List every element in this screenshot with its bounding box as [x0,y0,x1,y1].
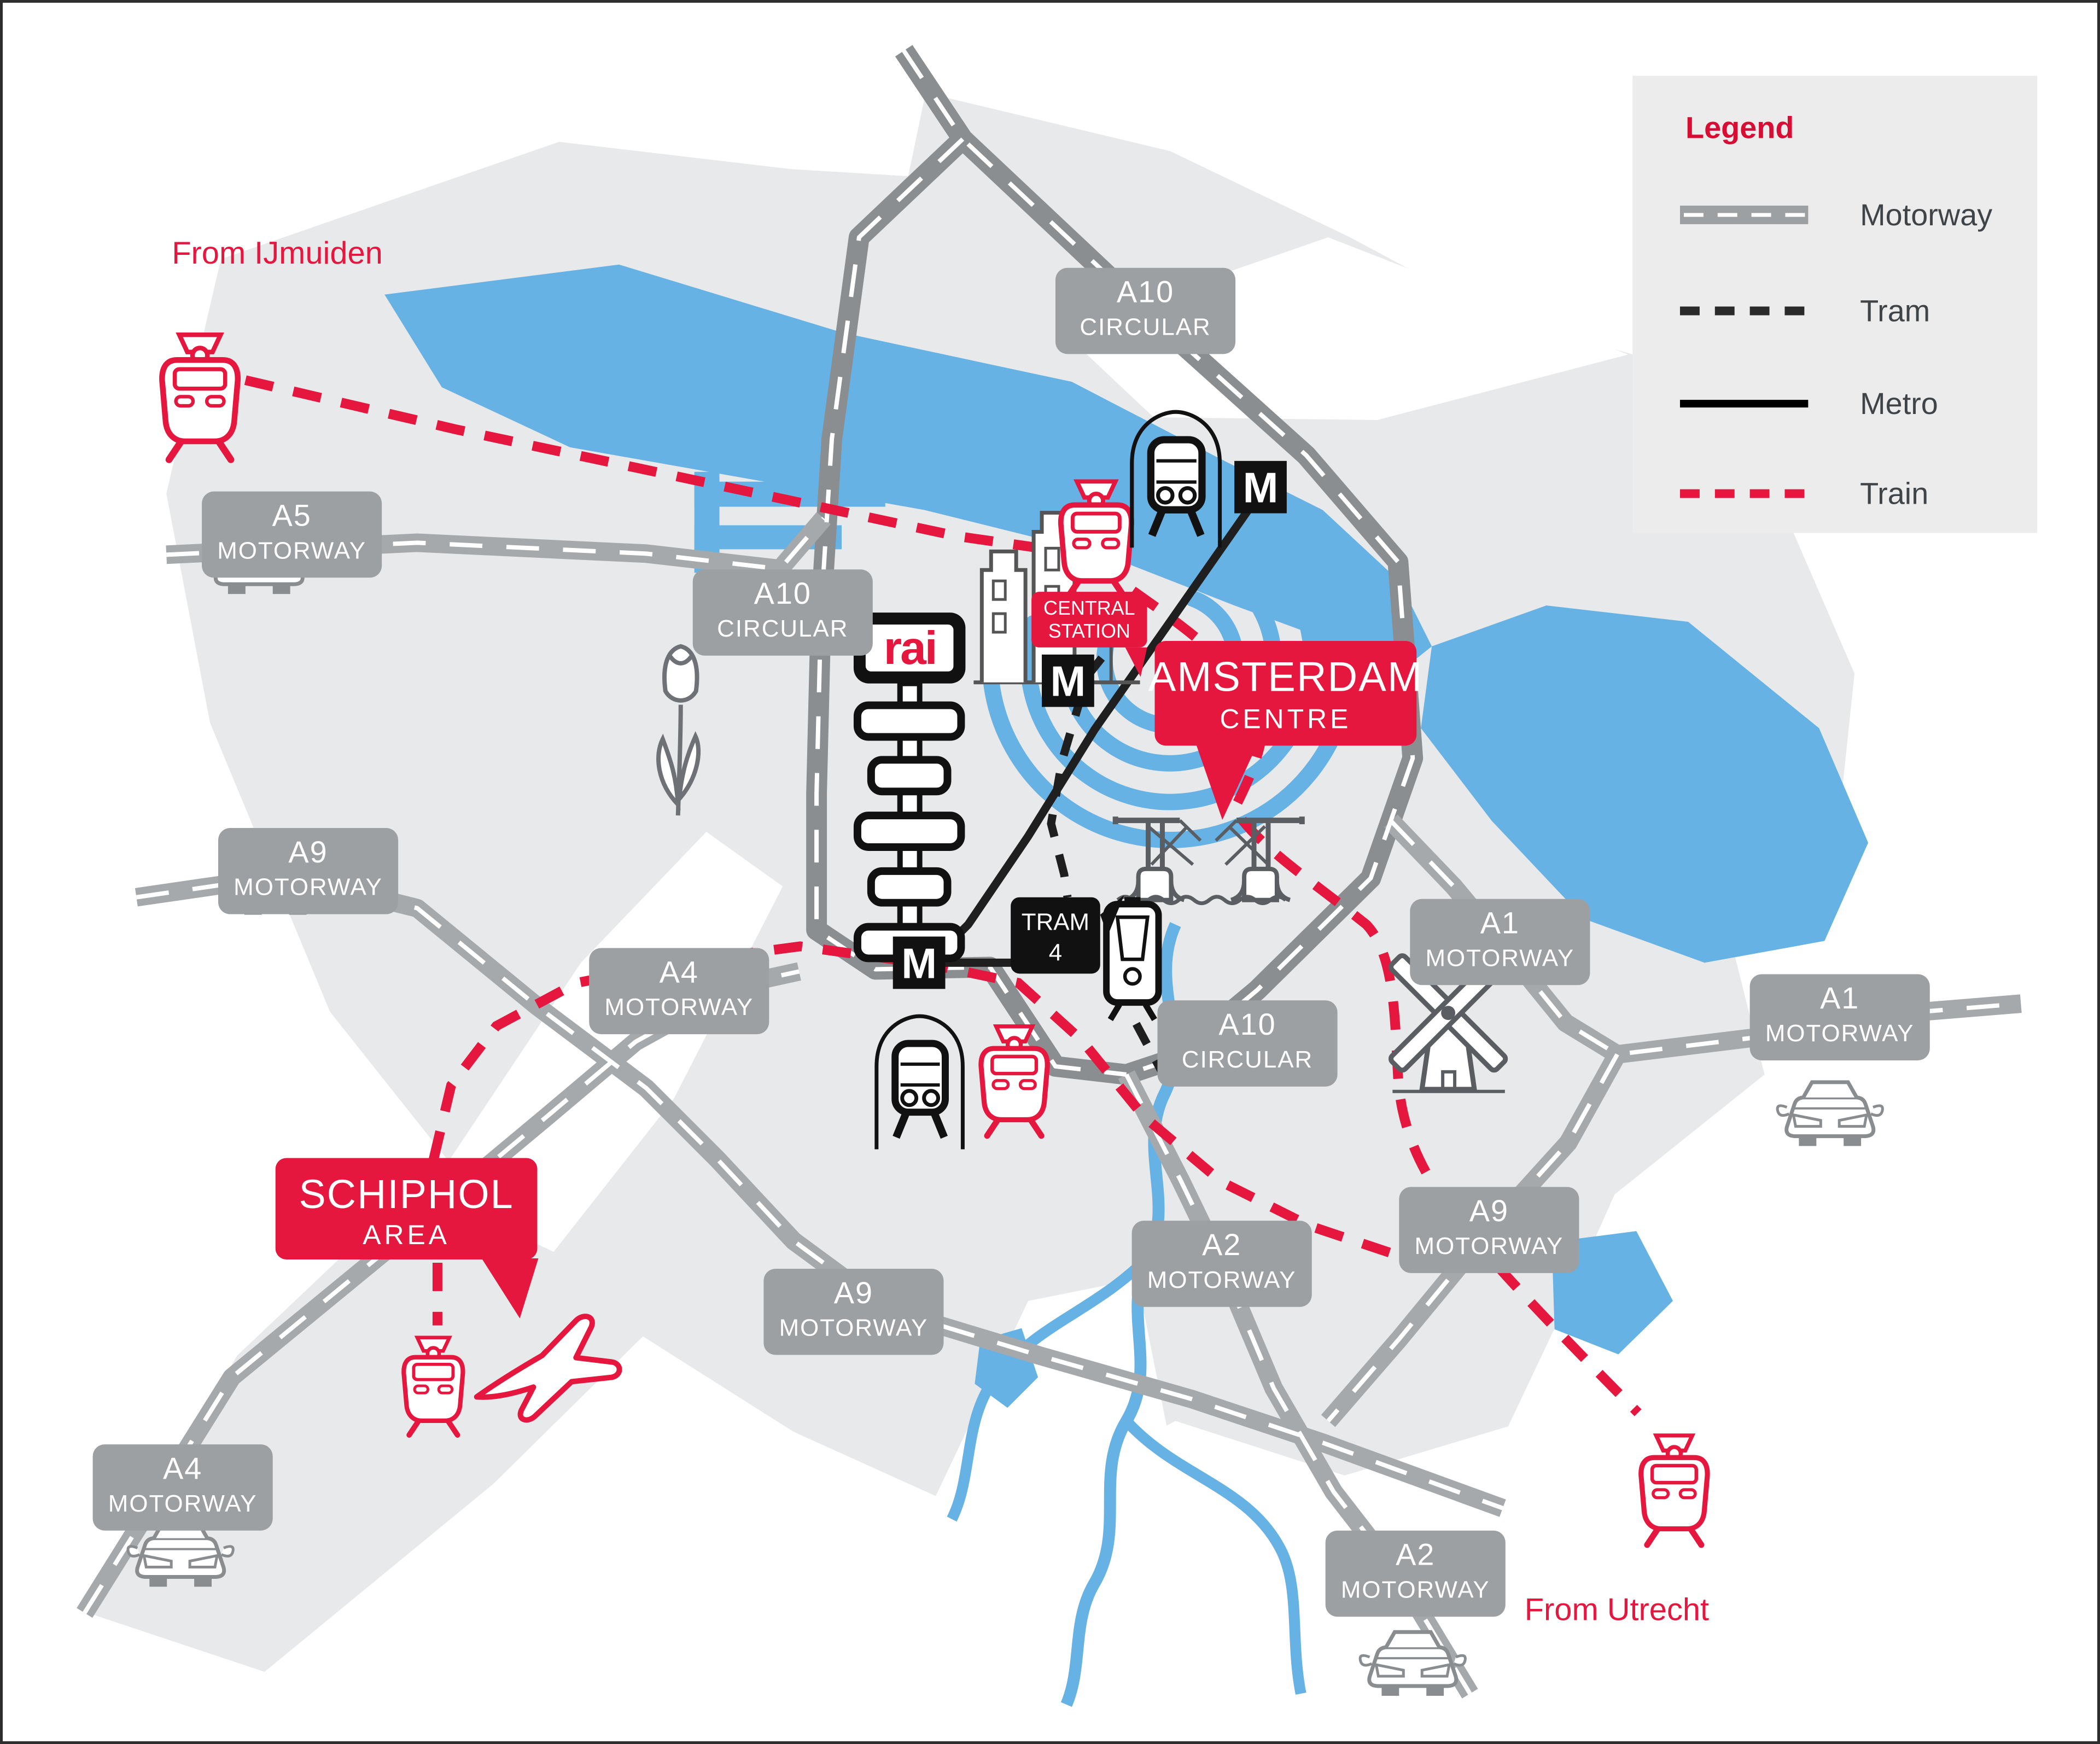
badge-a2-motorway-south: A2 MOTORWAY [1325,1530,1506,1617]
svg-text:A9: A9 [1469,1193,1509,1228]
svg-text:AREA: AREA [363,1220,450,1250]
svg-text:CENTRAL: CENTRAL [1043,597,1135,619]
svg-text:MOTORWAY: MOTORWAY [1147,1267,1297,1293]
svg-text:MOTORWAY: MOTORWAY [1425,944,1574,971]
rai-logo: rai [884,622,936,674]
tulip-icon [656,644,701,816]
svg-text:AMSTERDAM: AMSTERDAM [1148,654,1423,701]
svg-text:A1: A1 [1480,906,1520,940]
svg-text:CIRCULAR: CIRCULAR [1182,1046,1313,1073]
tram-4-line2: 4 [1049,939,1062,966]
amsterdam-rai-access-map: rai M M M TRAM 4 A10 CIRCULAR A5 MO [3,3,2097,1741]
callout-amsterdam-centre: AMSTERDAM CENTRE [1148,640,1423,820]
svg-text:A10: A10 [1117,275,1174,309]
road-badges: A10 CIRCULAR A5 MOTORWAY A10 CIRCULAR A9… [92,267,1930,1617]
metro-m-badge: M [1234,460,1287,514]
badge-a1-motorway-upper: A1 MOTORWAY [1410,899,1590,985]
badge-a4-motorway-mid: A4 MOTORWAY [589,948,769,1035]
train-line-schiphol [429,941,1456,1280]
car-icon [1777,1082,1882,1146]
svg-text:Train: Train [1860,476,1928,511]
svg-text:A9: A9 [288,835,328,869]
svg-text:SCHIPHOL: SCHIPHOL [299,1171,514,1217]
svg-text:CENTRE: CENTRE [1220,704,1351,734]
metro-m-badge: M [1042,654,1094,707]
legend-item-tram: Tram [1679,293,1930,328]
metro-line [944,509,1251,948]
badge-a9-motorway-east: A9 MOTORWAY [1399,1187,1579,1273]
svg-text:MOTORWAY: MOTORWAY [604,994,754,1020]
svg-text:A10: A10 [754,576,812,610]
callout-central-station: CENTRAL STATION [1031,592,1147,677]
badge-a4-motorway-southwest: A4 MOTORWAY [92,1444,273,1531]
metro-m-letter: M [901,940,937,987]
legend-title: Legend [1685,110,1794,144]
svg-text:MOTORWAY: MOTORWAY [1341,1576,1490,1603]
svg-text:MOTORWAY: MOTORWAY [217,537,366,564]
badge-a10-circular-west: A10 CIRCULAR [692,569,873,656]
badge-a2-motorway-mid: A2 MOTORWAY [1131,1221,1312,1307]
tram-4-badge: TRAM 4 [1011,895,1124,974]
water-ijmeer [1421,605,1869,963]
svg-text:Metro: Metro [1860,386,1938,421]
svg-text:STATION: STATION [1048,620,1130,642]
badge-a5-motorway: A5 MOTORWAY [202,491,382,578]
land-southwest-arm [84,1159,690,1672]
car-icon [1360,1632,1465,1696]
train-line-ijmuiden [244,375,1061,556]
badge-a9-motorway-south: A9 MOTORWAY [763,1268,944,1355]
legend-item-train: Train [1679,476,1928,511]
metro-m-letter: M [1243,465,1279,512]
svg-text:A9: A9 [834,1275,873,1310]
legend-item-motorway: Motorway [1679,197,1992,232]
legend: Legend Motorway Tram Metro Train [1632,75,2038,533]
svg-text:CIRCULAR: CIRCULAR [1080,313,1211,340]
svg-text:A1: A1 [1820,981,1859,1015]
water-pond-southeast [1551,1231,1673,1355]
svg-text:MOTORWAY: MOTORWAY [1765,1020,1915,1047]
callout-schiphol-area: SCHIPHOL AREA [275,1158,539,1319]
badge-a10-circular-north: A10 CIRCULAR [1055,267,1236,354]
svg-text:MOTORWAY: MOTORWAY [779,1315,929,1341]
label-from-ijmuiden: From IJmuiden [172,236,383,271]
svg-text:CIRCULAR: CIRCULAR [717,615,848,642]
badge-a10-circular-south: A10 CIRCULAR [1157,1000,1338,1087]
train-icon-utrecht [1641,1436,1707,1545]
svg-text:A4: A4 [660,954,699,989]
metro-m-letter: M [1051,658,1086,705]
badge-a1-motorway-east: A1 MOTORWAY [1749,974,1930,1060]
badge-a9-motorway-west: A9 MOTORWAY [218,828,399,914]
svg-text:MOTORWAY: MOTORWAY [1415,1233,1564,1259]
tram-4-line1: TRAM [1022,909,1089,936]
legend-item-metro: Metro [1679,386,1938,421]
svg-text:MOTORWAY: MOTORWAY [234,874,383,901]
svg-text:MOTORWAY: MOTORWAY [108,1490,258,1517]
svg-text:A5: A5 [272,498,311,532]
svg-text:A4: A4 [163,1451,202,1485]
svg-text:A2: A2 [1396,1537,1435,1572]
svg-text:A10: A10 [1218,1007,1276,1041]
svg-text:Tram: Tram [1860,293,1930,328]
metro-m-badge: M [892,936,946,989]
svg-text:Motorway: Motorway [1860,197,1992,232]
svg-text:A2: A2 [1202,1227,1241,1262]
label-from-utrecht: From Utrecht [1525,1592,1709,1627]
